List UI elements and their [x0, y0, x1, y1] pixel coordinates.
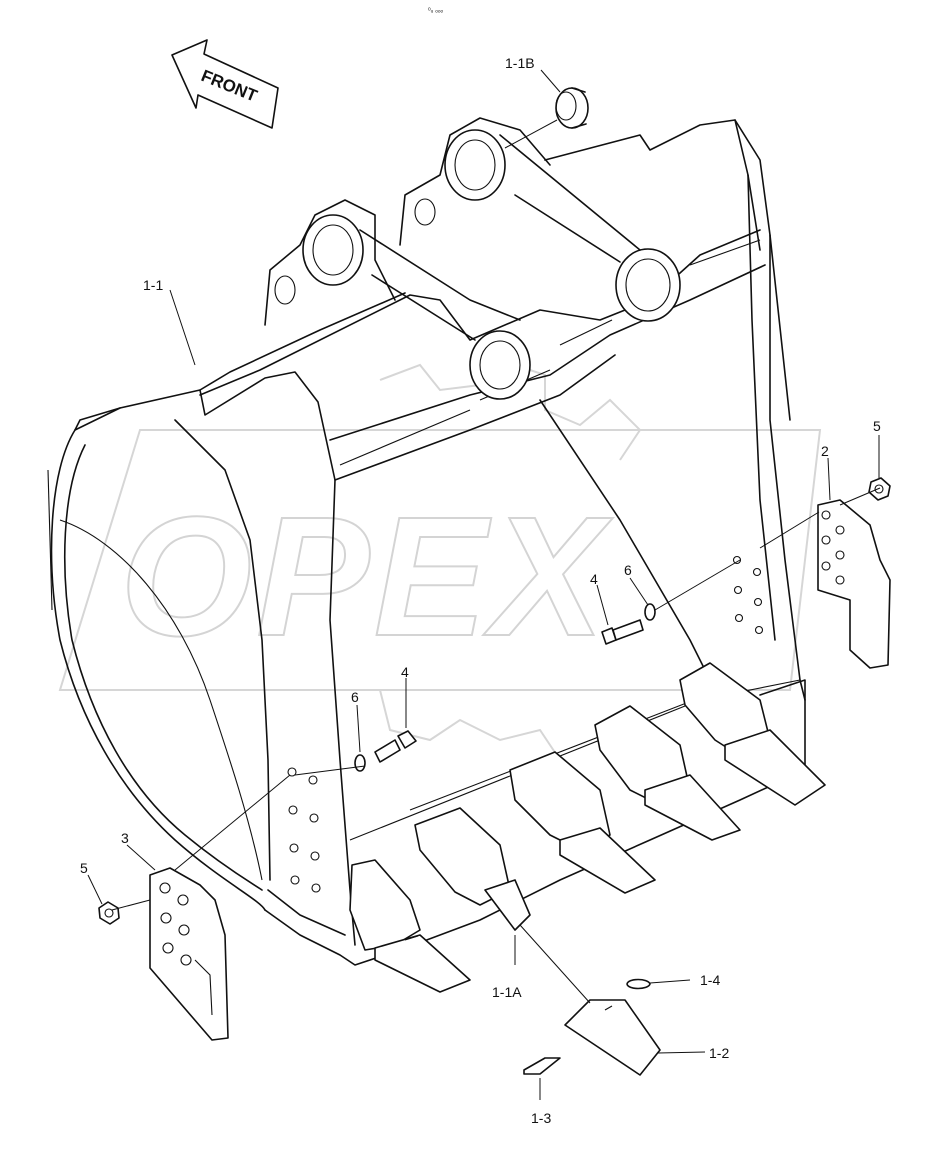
side-cutter-3: [149, 867, 229, 1041]
callout-1-3: 1-3: [531, 1110, 551, 1126]
watermark-text: OPEX: [120, 482, 613, 672]
tooth-1-2-exploded: [523, 978, 661, 1076]
front-arrow: FRONT: [171, 39, 279, 129]
callout-2: 2: [821, 443, 829, 459]
bolt-4-left: [354, 730, 417, 772]
bolt-hole-pattern-right: [732, 555, 764, 635]
opex-watermark: OPEX: [58, 358, 822, 761]
callout-6-left: 6: [351, 689, 359, 705]
bolt-hole-pattern-left: [287, 767, 321, 893]
callout-1-1: 1-1: [143, 277, 163, 293]
callout-4-left: 4: [401, 664, 409, 680]
side-cutter-2: [817, 499, 891, 669]
header-mark: ᵒᵤ ₒₒₒ: [428, 7, 444, 14]
callout-6-right: 6: [624, 562, 632, 578]
callout-1-1b: 1-1B: [505, 55, 535, 71]
nut-5-right: [868, 477, 891, 501]
pin-bosses: [264, 117, 681, 400]
bolt-4-right: [601, 603, 656, 645]
callout-4-right: 4: [590, 571, 598, 587]
callout-3: 3: [121, 830, 129, 846]
callout-1-2: 1-2: [709, 1045, 729, 1061]
callout-1-1a: 1-1A: [492, 984, 522, 1000]
leader-lines: [87, 69, 881, 1100]
callout-5-right: 5: [873, 418, 881, 434]
teeth-row: [349, 662, 826, 993]
bushing-1-1b: [555, 87, 589, 129]
nut-5-left: [98, 901, 120, 925]
callout-5-left: 5: [80, 860, 88, 876]
callout-labels: 1-1B 1-1 2 5 4 6 4 6 3 5 1-1A 1-4 1-2 1-…: [80, 55, 881, 1126]
callout-1-4: 1-4: [700, 972, 720, 988]
